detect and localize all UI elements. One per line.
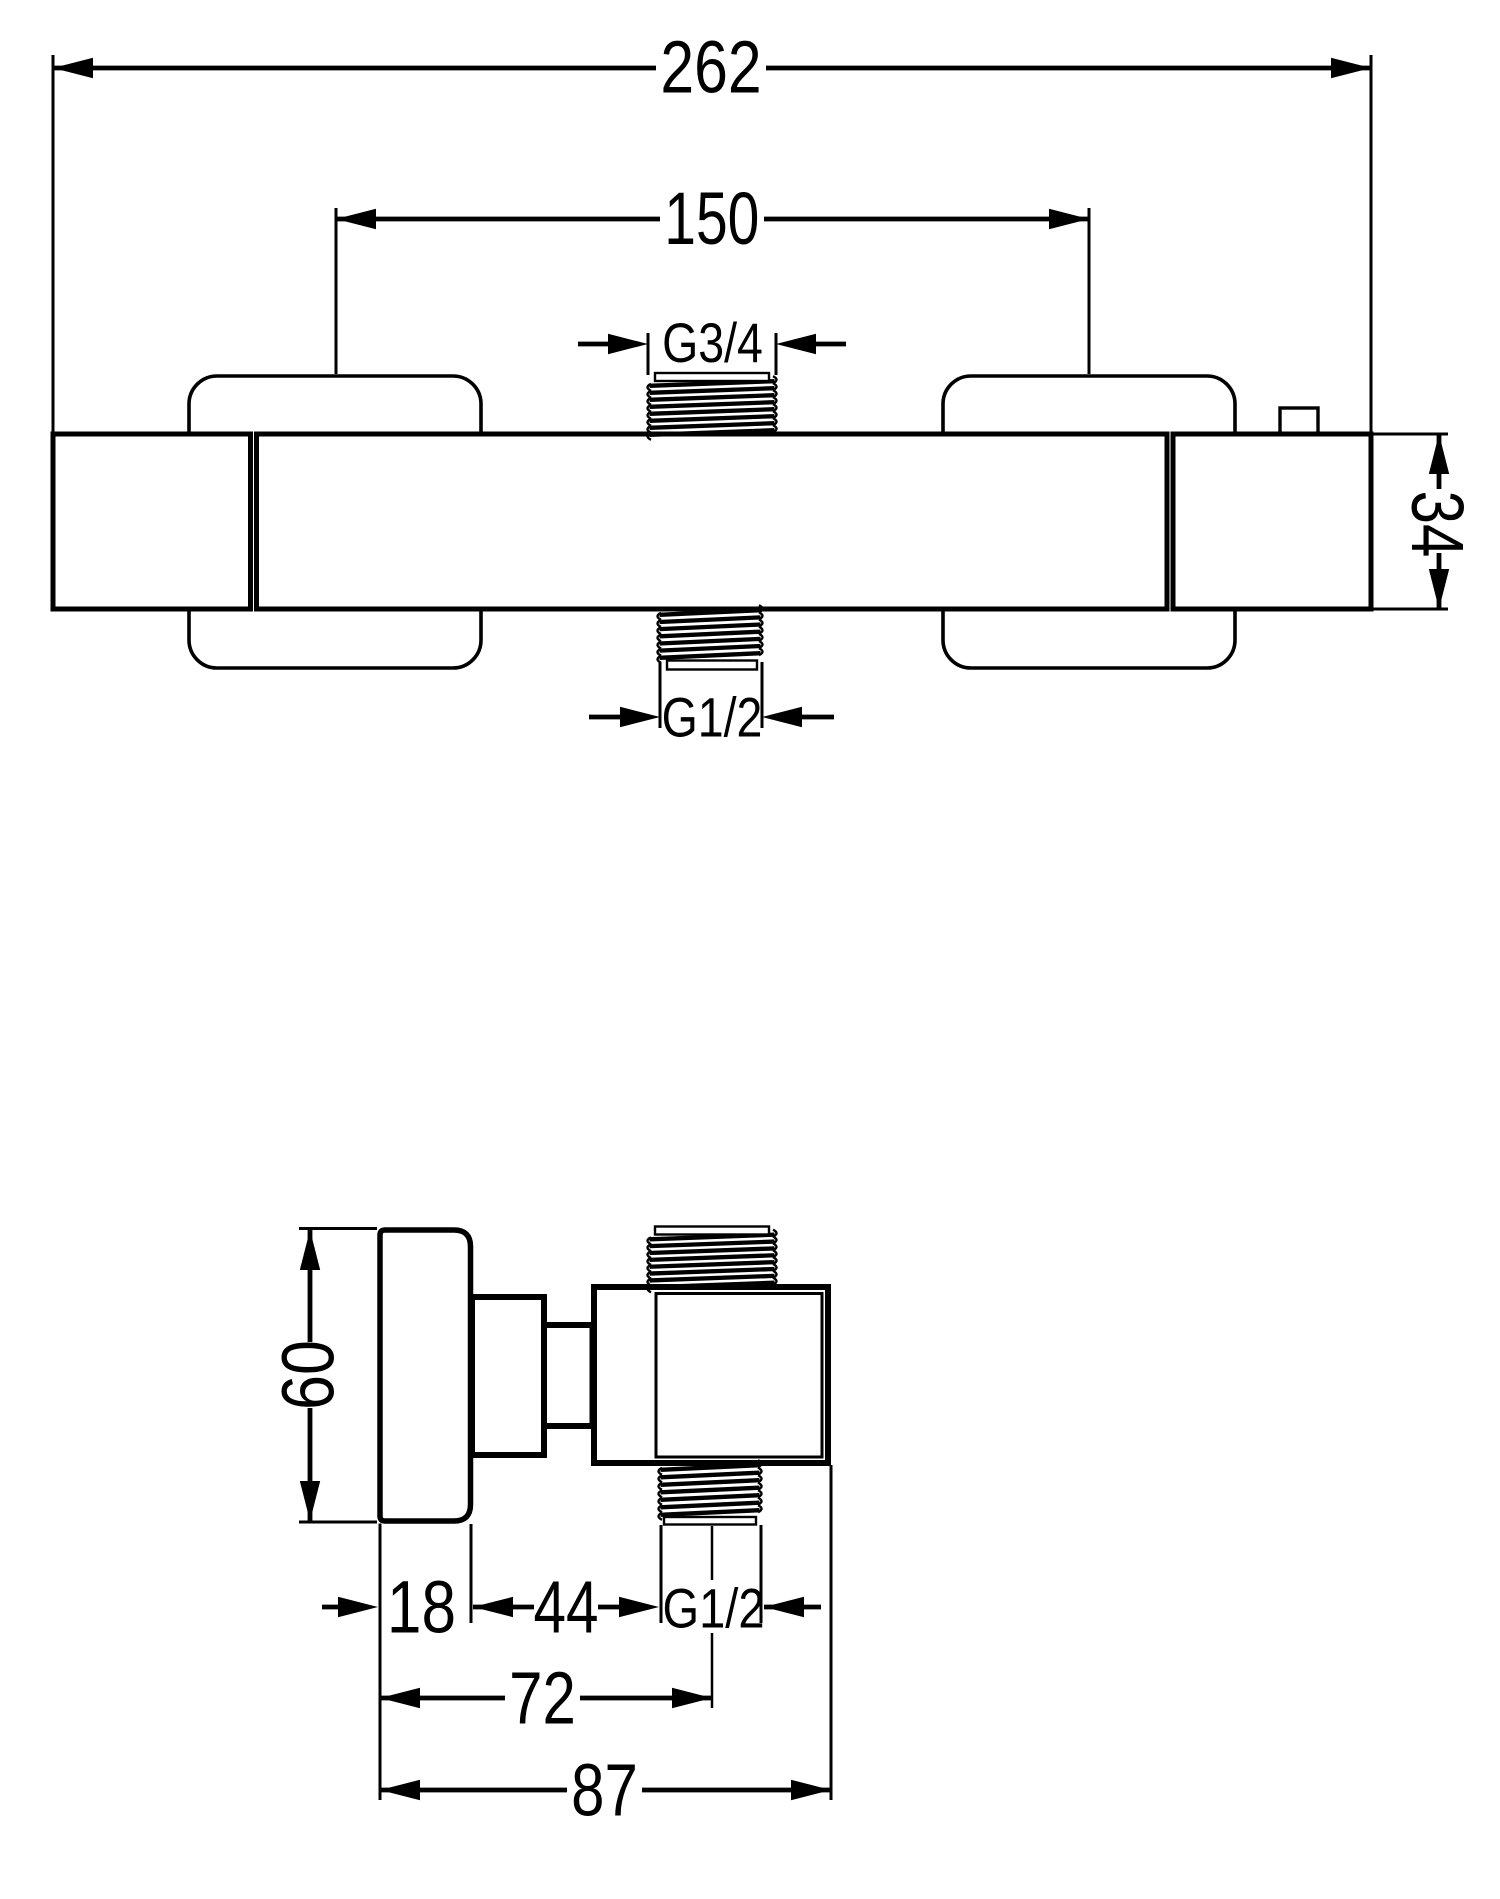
svg-text:18: 18 <box>387 1566 456 1648</box>
svg-text:G1/2: G1/2 <box>662 685 763 748</box>
svg-text:G1/2: G1/2 <box>663 1576 765 1639</box>
svg-text:72: 72 <box>509 1658 576 1740</box>
svg-text:60: 60 <box>267 1340 350 1410</box>
svg-text:262: 262 <box>660 27 761 109</box>
svg-text:G3/4: G3/4 <box>662 311 763 374</box>
svg-text:34: 34 <box>1396 491 1478 558</box>
svg-text:150: 150 <box>664 177 759 260</box>
svg-text:44: 44 <box>533 1567 598 1649</box>
svg-text:87: 87 <box>571 1750 638 1832</box>
